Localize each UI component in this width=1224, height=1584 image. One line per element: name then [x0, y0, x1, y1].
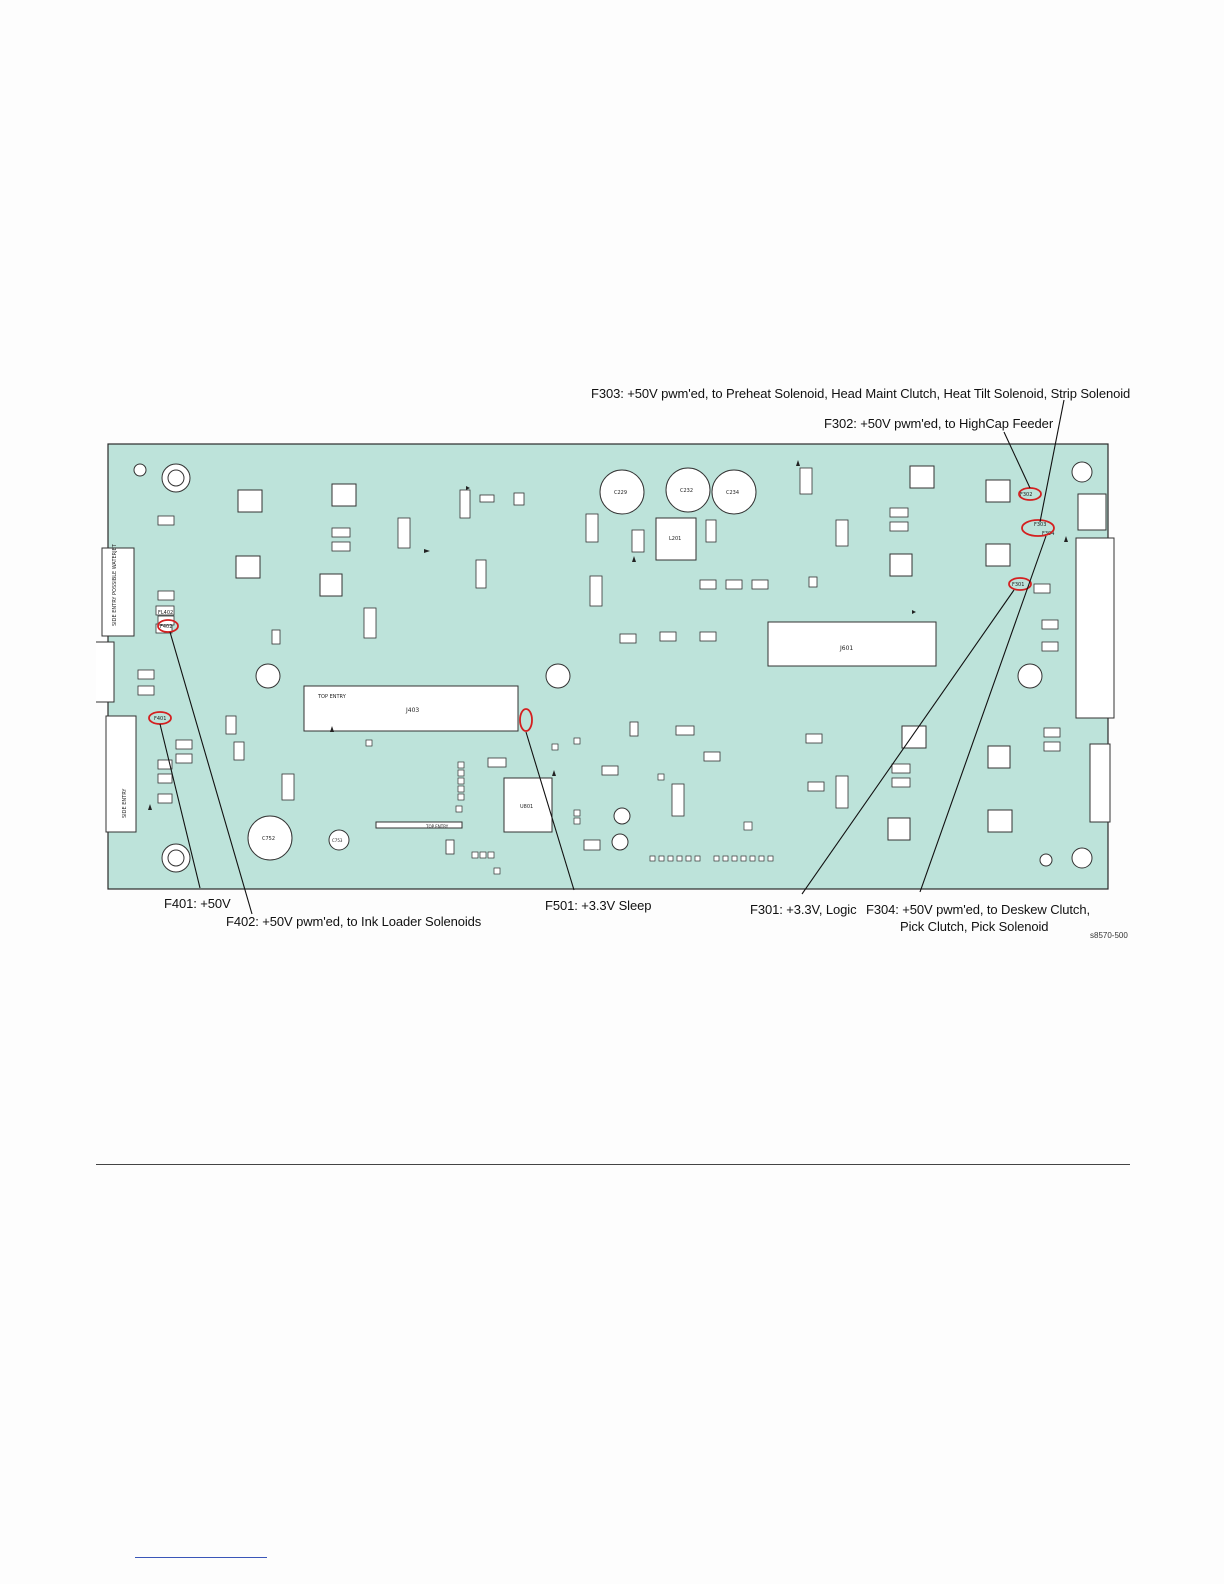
capacitor-c229 — [599, 469, 645, 515]
j403-label: J403 — [405, 707, 419, 714]
transistor-q304 — [889, 553, 913, 577]
capacitor-c824 — [613, 807, 631, 825]
transistor-q103 — [319, 573, 343, 597]
callout-f304-line2: Pick Clutch, Pick Solenoid — [900, 919, 1049, 934]
f302-chip: F302 — [1020, 492, 1032, 498]
transistor-q802 — [887, 817, 911, 841]
j601-label: J601 — [839, 645, 853, 652]
transistor-q902 — [987, 809, 1013, 833]
ic-q204 — [631, 529, 645, 553]
c752-label: C752 — [262, 836, 275, 842]
connector-left-mid — [91, 641, 115, 703]
transistor-q102 — [237, 489, 263, 513]
ic-u801 — [503, 777, 553, 833]
hole-mid-center — [545, 663, 571, 689]
f303-chip: F303 — [1034, 522, 1046, 528]
l201-label: L201 — [669, 536, 681, 542]
ic-r242 — [705, 519, 717, 543]
u801-label: U801 — [520, 804, 533, 810]
connector-right-top — [1077, 493, 1107, 531]
transistor-q101 — [235, 555, 261, 579]
hole-bottom-right — [1071, 847, 1093, 869]
f401-chip: F401 — [154, 716, 166, 722]
capacitor-c234 — [711, 469, 757, 515]
footer-link-underline[interactable] — [135, 1557, 267, 1558]
callout-f303: F303: +50V pwm'ed, to Preheat Solenoid, … — [591, 386, 1131, 401]
callout-f301: F301: +3.3V, Logic — [750, 902, 857, 917]
highlight-f501 — [519, 708, 533, 732]
hole-top-right — [1071, 461, 1093, 483]
figure-id: s8570-500 — [1090, 931, 1128, 940]
leader-f301 — [801, 589, 1015, 895]
c753-label: C753 — [332, 838, 343, 843]
connector-j601 — [767, 621, 937, 667]
highlight-f402 — [157, 619, 179, 633]
leader-f402 — [169, 631, 253, 915]
ic-u302 — [835, 519, 849, 547]
c232-label: C232 — [680, 488, 693, 494]
f301-chip: F301 — [1012, 582, 1024, 588]
capacitor-c753 — [328, 829, 350, 851]
ic-u203 — [459, 489, 471, 519]
connector-right-tall — [1075, 537, 1115, 719]
ic-u202 — [475, 559, 487, 589]
callout-f401: F401: +50V — [164, 896, 231, 911]
hole-mid-right — [1017, 663, 1043, 689]
fl402-chip: FL402 — [158, 610, 173, 616]
j403-top-entry: TOP ENTRY — [317, 694, 347, 700]
capacitor-c823 — [611, 833, 629, 851]
connector-j403 — [303, 685, 519, 732]
horizontal-rule — [96, 1164, 1130, 1165]
j801-top-entry: TOP ENTRY — [425, 824, 449, 829]
ic-u204 — [585, 513, 599, 543]
ic-u101 — [397, 517, 411, 549]
transistor-q305 — [985, 479, 1011, 503]
side-entry-possible: SIDE ENTRY POSSIBLE WATERJET — [112, 543, 118, 626]
leader-f302 — [1003, 431, 1031, 489]
inductor-l201 — [655, 517, 697, 561]
ic-u201 — [589, 575, 603, 607]
connector-left-top — [101, 547, 135, 637]
transistor-q804 — [987, 745, 1011, 769]
ic-e741 — [281, 773, 295, 801]
mounting-holes — [133, 461, 1093, 873]
c229-label: C229 — [614, 490, 627, 496]
board-svg: J403 TOP ENTRY J601 SIDE ENTRY SIDE ENTR… — [91, 399, 1115, 915]
connector-left-bottom — [105, 715, 137, 833]
leader-f304 — [919, 535, 1047, 893]
c234-label: C234 — [726, 490, 739, 496]
hole-bottom-center — [1039, 853, 1053, 867]
capacitor-c232 — [665, 467, 711, 513]
highlight-f303-f304 — [1021, 519, 1055, 537]
callout-f302: F302: +50V pwm'ed, to HighCap Feeder — [824, 416, 1054, 431]
transistor-q104 — [331, 483, 357, 507]
connector-right-bottom — [1089, 743, 1111, 823]
transistor-q306 — [985, 543, 1011, 567]
leader-f303 — [1039, 399, 1065, 523]
connector-j801 — [375, 821, 463, 829]
ic-u803 — [671, 783, 685, 817]
capacitor-c752 — [247, 815, 293, 861]
ic-u401 — [363, 607, 377, 639]
callout-f304-line1: F304: +50V pwm'ed, to Deskew Clutch, — [866, 902, 1090, 917]
hole-mid-left — [255, 663, 281, 689]
highlight-f301 — [1008, 577, 1032, 591]
side-entry-label: SIDE ENTRY — [122, 788, 128, 818]
ic-u802 — [835, 775, 849, 809]
leader-f401 — [159, 723, 201, 889]
transistor-q307 — [909, 465, 935, 489]
callout-f501: F501: +3.3V Sleep — [545, 898, 652, 913]
tp-row — [649, 855, 774, 862]
ic-u301 — [799, 467, 813, 495]
highlight-f401 — [148, 711, 172, 725]
f402-chip: F402 — [160, 624, 172, 630]
callout-f402: F402: +50V pwm'ed, to Ink Loader Solenoi… — [226, 914, 482, 929]
hole-top-left — [133, 463, 147, 477]
leader-f501 — [525, 731, 575, 891]
circuit-board-diagram: J403 TOP ENTRY J601 SIDE ENTRY SIDE ENTR… — [91, 380, 1136, 950]
